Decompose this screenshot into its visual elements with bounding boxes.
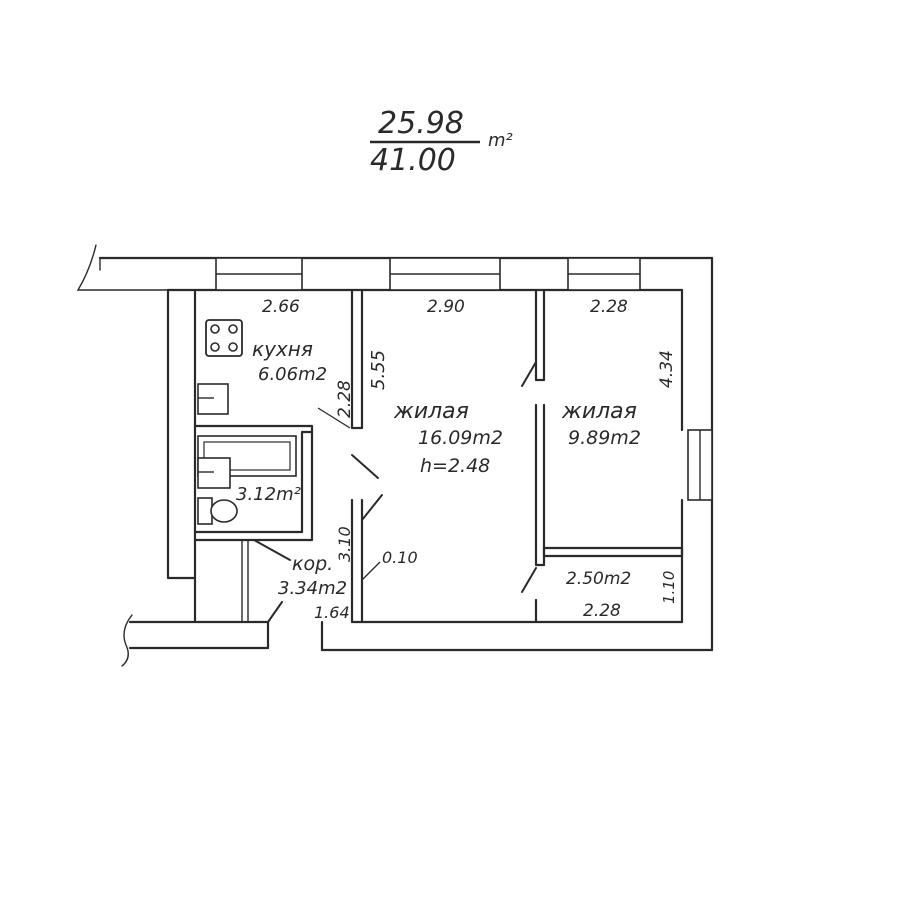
doors (253, 361, 537, 623)
total-area-value: 41.00 (370, 143, 456, 178)
living2-area: 9.89m2 (568, 427, 641, 449)
corridor-width: 1.64 (314, 603, 350, 622)
living2-width: 2.28 (590, 297, 628, 317)
room-kitchen: 2.66 кухня 6.06m2 2.28 (252, 297, 355, 429)
area-summary: 25.98 41.00 m² (370, 106, 513, 178)
door-kitchen (351, 454, 379, 479)
niche: 0.10 (361, 548, 418, 581)
room-corridor: кор. 3.34m2 3.10 1.64 (278, 526, 354, 622)
door-living1 (361, 494, 383, 521)
niche-width: 0.10 (382, 548, 418, 567)
door-living2 (521, 361, 537, 387)
washbasin-icon (197, 457, 231, 489)
bathroom-area: 3.12m² (236, 484, 301, 505)
living1-area: 16.09m2 (418, 427, 503, 449)
storage-width: 2.28 (583, 601, 621, 621)
window-kitchen (215, 257, 303, 291)
kitchen-depth: 2.28 (335, 380, 355, 418)
living1-width: 2.90 (427, 297, 465, 317)
room-storage: 2.50m2 2.28 1.10 (566, 569, 678, 621)
corridor-depth: 3.10 (335, 526, 354, 562)
stove-icon (205, 319, 243, 357)
living1-height: h=2.48 (420, 455, 490, 477)
living2-depth: 4.34 (657, 350, 677, 388)
door-entry (267, 601, 283, 623)
kitchen-name: кухня (252, 337, 313, 361)
toilet-icon (197, 497, 238, 525)
door-storage (521, 567, 537, 593)
kitchen-area: 6.06m2 (258, 364, 327, 385)
area-unit: m² (488, 130, 513, 151)
living2-name: жилая (561, 399, 637, 424)
kitchen-width: 2.66 (262, 297, 300, 317)
window-living2 (567, 257, 641, 291)
corridor-area: 3.34m2 (278, 578, 347, 599)
room-bathroom: 3.12m² (236, 484, 301, 505)
living1-depth: 5.55 (368, 350, 389, 390)
walls (76, 244, 714, 667)
corridor-name: кор. (292, 553, 333, 575)
room-living2: 2.28 4.34 жилая 9.89m2 (561, 297, 677, 449)
storage-depth: 1.10 (660, 571, 678, 604)
window-right (687, 429, 713, 501)
window-living1 (389, 257, 501, 291)
kitchen-sink-icon (197, 383, 229, 415)
living1-name: жилая (393, 399, 469, 424)
storage-area: 2.50m2 (566, 569, 631, 589)
room-living1: 2.90 5.55 жилая 16.09m2 h=2.48 (368, 297, 503, 477)
living-area-value: 25.98 (378, 106, 464, 141)
door-corridor (253, 539, 291, 561)
